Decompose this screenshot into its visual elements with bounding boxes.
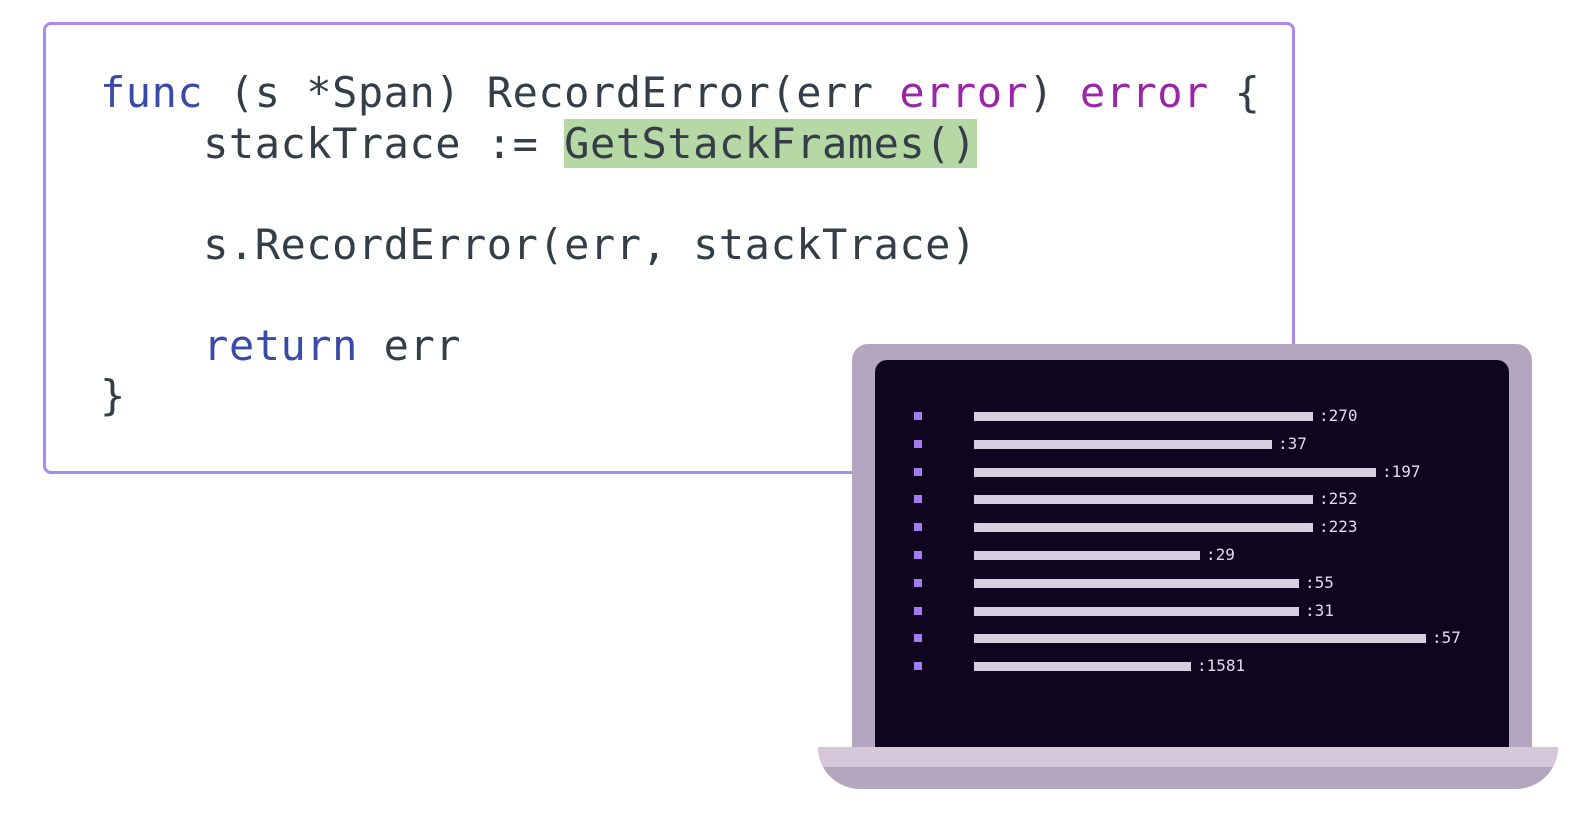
laptop: :270 :37 :197 :252 :223 :29 :55 :31 :57 :1581 [818,344,1558,790]
frame-bullet-icon [914,467,922,476]
frame-line-label: :223 [1319,517,1358,537]
code-token: error [1079,68,1209,117]
frame-bar [974,523,1313,533]
frame-line-label: :252 [1319,489,1358,509]
code-token: } [100,371,126,420]
code-token: stackTrace := [100,118,565,168]
frame-bullet-icon [914,551,922,559]
frame-line-label: :1581 [1197,656,1246,676]
frame-bar [974,412,1313,421]
code-token: (s *Span) RecordError(err [203,68,900,117]
code-token: GetStackFrames() [564,118,977,168]
code-token: error [899,68,1029,117]
code-token: func [100,68,204,117]
code-line: return err [100,321,1260,372]
code-line [100,169,1260,220]
code-block: func (s *Span) RecordError(err error) er… [100,68,1260,422]
code-line: } [100,371,1260,422]
frame-bar [974,606,1299,616]
frame-bar [974,467,1376,477]
frame-line-label: :57 [1432,628,1461,648]
frame-line-label: :37 [1278,433,1307,453]
frame-bullet-icon [914,439,922,448]
code-token: err [357,320,462,370]
code-token: { [1208,68,1261,117]
code-line: s.RecordError(err, stackTrace) [100,220,1260,271]
frame-bar [974,578,1299,588]
code-token: ) [1028,68,1080,117]
frame-bar [974,662,1191,672]
frame-bullet-icon [914,662,922,671]
frame-line-label: :31 [1305,600,1334,620]
frame-bar [974,495,1313,505]
code-token: return [203,320,358,370]
frame-line-label: :29 [1206,545,1235,564]
frame-bullet-icon [914,495,922,504]
frame-bullet-icon [914,523,922,532]
frame-line-label: :197 [1382,461,1421,481]
frame-bullet-icon [914,412,922,420]
frame-bar [974,634,1426,644]
frame-bullet-icon [914,578,922,587]
laptop-base-lip [818,747,1558,767]
code-line [100,270,1260,321]
frame-bullet-icon [914,606,922,615]
frame-bullet-icon [914,634,922,643]
frame-bar [974,439,1272,449]
code-token: s.RecordError(err, stackTrace) [100,219,977,269]
frame-line-label: :55 [1305,572,1334,592]
frame-bar [974,551,1200,560]
code-line: stackTrace := GetStackFrames() [100,118,1260,170]
code-token [100,321,203,370]
laptop-base [818,747,1558,789]
frame-line-label: :270 [1319,406,1358,425]
code-line: func (s *Span) RecordError(err error) er… [100,68,1260,119]
